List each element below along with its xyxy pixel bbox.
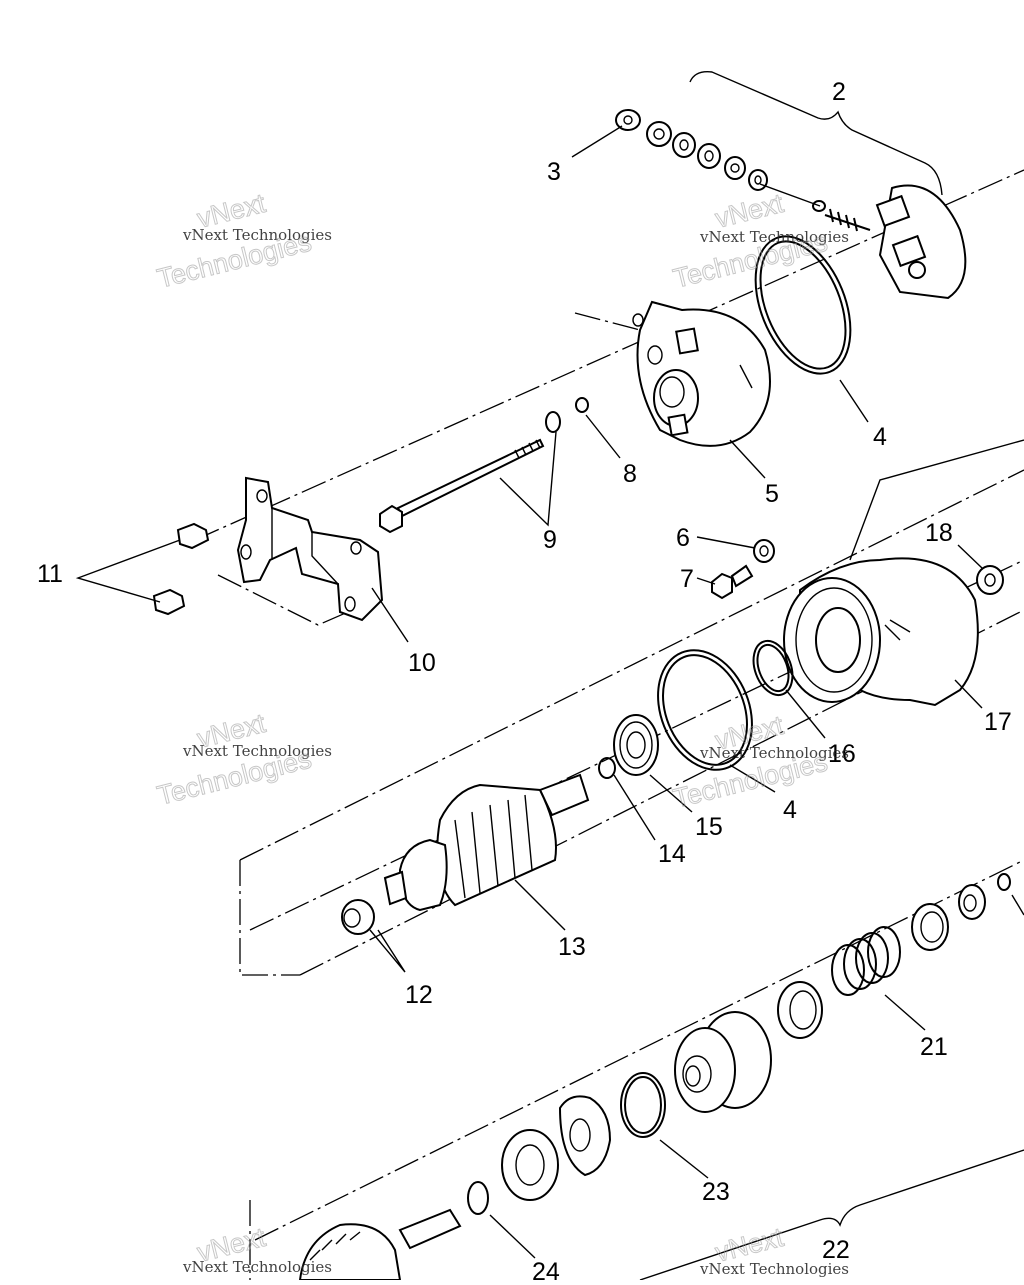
callout-6: 6 (676, 524, 690, 552)
part-21-spring (831, 926, 901, 996)
callout-21: 21 (920, 1033, 948, 1061)
part-6-nut (753, 539, 775, 563)
svg-text:vNext Technologies: vNext Technologies (182, 742, 332, 760)
part-4-o-ring-lower (657, 649, 753, 771)
part-23-ring (620, 1072, 666, 1138)
callout-4-upper: 4 (873, 423, 887, 451)
callout-24: 24 (532, 1258, 560, 1280)
part-12-bushing (341, 899, 375, 935)
callout-18: 18 (925, 519, 953, 547)
part-10-bracket (236, 476, 384, 622)
group-22-brace (639, 1149, 1024, 1281)
callout-15: 15 (695, 813, 723, 841)
watermark-mid-left: vNext vNext Technologies Technologies (154, 707, 332, 811)
group-2-brace (689, 71, 943, 196)
callout-labels: 2 3 4 5 8 9 10 11 6 7 18 17 16 4 15 14 1… (37, 78, 1012, 1285)
pinion-clutch (674, 1011, 772, 1113)
callout-17: 17 (984, 708, 1012, 736)
callout-3: 3 (547, 158, 561, 186)
callout-7: 7 (680, 565, 694, 593)
part-7-bolt (711, 564, 754, 600)
svg-text:vNext Technologies: vNext Technologies (182, 226, 332, 244)
watermark-bottom-left: vNext vNext Technologies (182, 1221, 332, 1276)
part-4-o-ring-upper (754, 235, 852, 375)
callout-2: 2 (832, 78, 846, 106)
callout-13: 13 (558, 933, 586, 961)
watermark-mid-right: vNext vNext Technologies Technologies (670, 709, 849, 814)
part-3-washers (615, 109, 768, 191)
part-8-washer (575, 397, 589, 413)
svg-text:vNext: vNext (712, 188, 787, 234)
part-2-brush-holder (759, 183, 967, 300)
svg-text:vNext Technologies: vNext Technologies (182, 1258, 332, 1276)
callout-16: 16 (828, 740, 856, 768)
part-18-washer (976, 565, 1004, 595)
callout-5: 5 (765, 480, 779, 508)
svg-text:vNext Technologies: vNext Technologies (699, 744, 849, 762)
pinion-assembly-parts (298, 873, 1011, 1281)
center-lines (194, 169, 1024, 1280)
callout-12: 12 (405, 981, 433, 1009)
part-13-armature (383, 773, 590, 912)
part-14-snap-ring (598, 757, 616, 779)
part-5-end-cover (632, 300, 771, 447)
callout-14: 14 (658, 840, 686, 868)
part-11-bolts (152, 522, 210, 616)
part-16-o-ring (752, 639, 794, 697)
part-24-circlip (467, 1181, 489, 1215)
callout-4-lower: 4 (783, 796, 797, 824)
callout-10: 10 (408, 649, 436, 677)
svg-text:vNext Technologies: vNext Technologies (699, 228, 849, 246)
callout-8: 8 (623, 460, 637, 488)
callout-22: 22 (822, 1236, 850, 1264)
watermark-top-left: vNext vNext Technologies Technologies (154, 187, 332, 294)
callout-11: 11 (37, 560, 63, 588)
leader-lines (75, 125, 1024, 1259)
part-9-through-bolt (379, 411, 561, 534)
callout-23: 23 (702, 1178, 730, 1206)
part-15-bearing (613, 714, 659, 776)
callout-9: 9 (543, 526, 557, 554)
part-17-housing (783, 439, 1024, 707)
svg-text:vNext Technologies: vNext Technologies (699, 1260, 849, 1278)
